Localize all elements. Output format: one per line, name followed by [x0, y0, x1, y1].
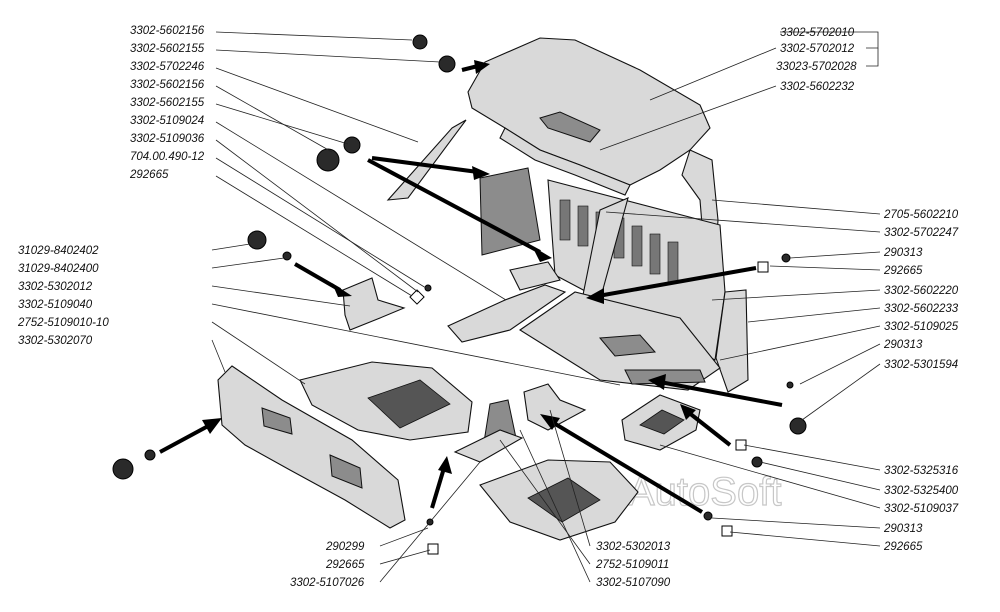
part-label: 3302-5109037: [884, 503, 959, 515]
part-label: 3302-5602155: [130, 97, 205, 109]
part-label: 3302-5602155: [130, 43, 205, 55]
part-label: 292665: [883, 265, 923, 277]
part-label: 2705-5602210: [883, 209, 959, 221]
part-label: 2752-5109010-10: [17, 317, 109, 329]
part-label: 3302-5702010: [780, 27, 855, 39]
part-label: 3302-5109040: [18, 299, 93, 311]
labels-right: 3302-5702010 3302-5702012 33023-5702028 …: [776, 27, 959, 553]
part-label: 3302-5602156: [130, 79, 205, 91]
part-label: 3302-5325316: [884, 465, 959, 477]
part-label: 3302-5107090: [596, 577, 671, 589]
assembly-arrows: [159, 60, 783, 514]
part-label: 3302-5702012: [780, 43, 855, 55]
part-label: 3302-5109025: [884, 321, 959, 333]
part-label: 3302-5302070: [18, 335, 93, 347]
leader-lines: [211, 31, 881, 583]
right-floor-mat: [479, 459, 639, 541]
left-side-panel: [479, 167, 541, 256]
gear-shift-plate: [453, 429, 524, 463]
cab-floor-mat: [299, 361, 473, 441]
part-label: 3302-5702247: [884, 227, 959, 239]
part-label: 31029-8402400: [18, 263, 99, 275]
part-label: 2752-5109011: [595, 559, 669, 571]
part-label: 3302-5107026: [290, 577, 365, 589]
part-label: 3302-5602233: [884, 303, 959, 315]
part-label: 3302-5602232: [780, 81, 855, 93]
footwell-panel: [523, 383, 587, 431]
part-label: 292665: [325, 559, 365, 571]
part-label: 31029-8402402: [18, 245, 99, 257]
labels-bottom: 290299 292665 3302-5107026 3302-5302013 …: [290, 541, 671, 589]
part-label: 3302-5702246: [130, 61, 205, 73]
part-label: 290313: [883, 339, 923, 351]
engine-tunnel-cover: [217, 365, 406, 529]
part-label: 3302-5325400: [884, 485, 959, 497]
part-label: 292665: [129, 169, 169, 181]
rear-wall-panel: [547, 179, 749, 393]
part-label: 292665: [883, 541, 923, 553]
parts-drawing: [112, 34, 807, 555]
part-label: 704.00.490-12: [130, 151, 205, 163]
battery-tray: [621, 394, 701, 451]
part-label: 3302-5602156: [130, 25, 205, 37]
part-label: 3302-5109024: [130, 115, 204, 127]
wheel-arch-cover: [342, 277, 406, 331]
part-label: 3302-5109036: [130, 133, 205, 145]
part-label: 3302-5302013: [596, 541, 671, 553]
part-label: 290313: [883, 247, 923, 259]
part-label: 33023-5702028: [776, 61, 857, 73]
fasteners: [112, 34, 807, 526]
part-label: 3302-5302012: [18, 281, 93, 293]
labels-left: 3302-5602156 3302-5602155 3302-5702246 3…: [17, 25, 205, 347]
part-label: 290299: [325, 541, 365, 553]
part-label: 3302-5301594: [884, 359, 958, 371]
floor-rail-bracket: [509, 261, 561, 291]
watermark: AutoSoft: [628, 470, 781, 514]
part-label: 3302-5602220: [884, 285, 959, 297]
part-label: 290313: [883, 523, 923, 535]
left-floor-rail: [447, 284, 567, 343]
